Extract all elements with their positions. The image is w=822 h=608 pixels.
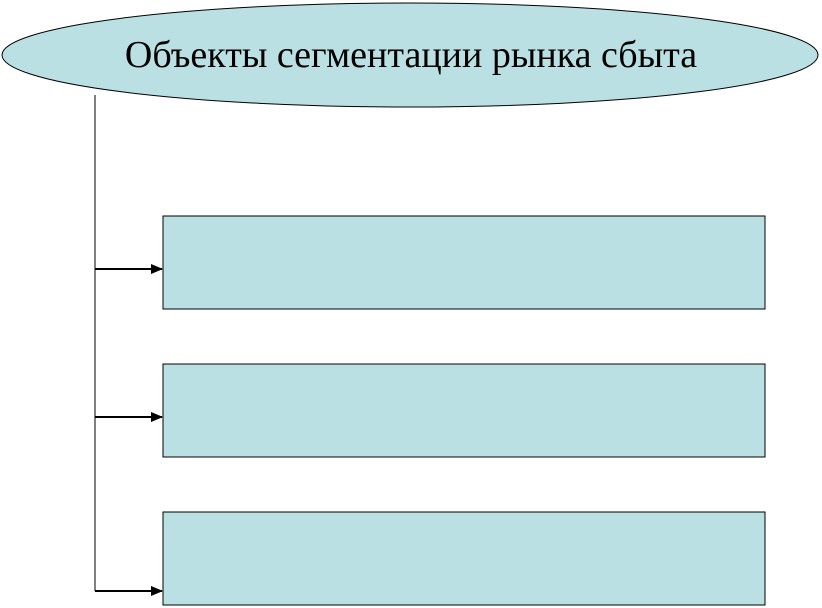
segment-box-3 [162,511,766,606]
title-ellipse [1,2,819,108]
segment-box-1-label [163,216,765,309]
segment-box-1 [162,215,766,310]
segment-box-3-label [163,512,765,605]
segment-box-2-label [163,364,765,457]
segment-box-2 [162,363,766,458]
